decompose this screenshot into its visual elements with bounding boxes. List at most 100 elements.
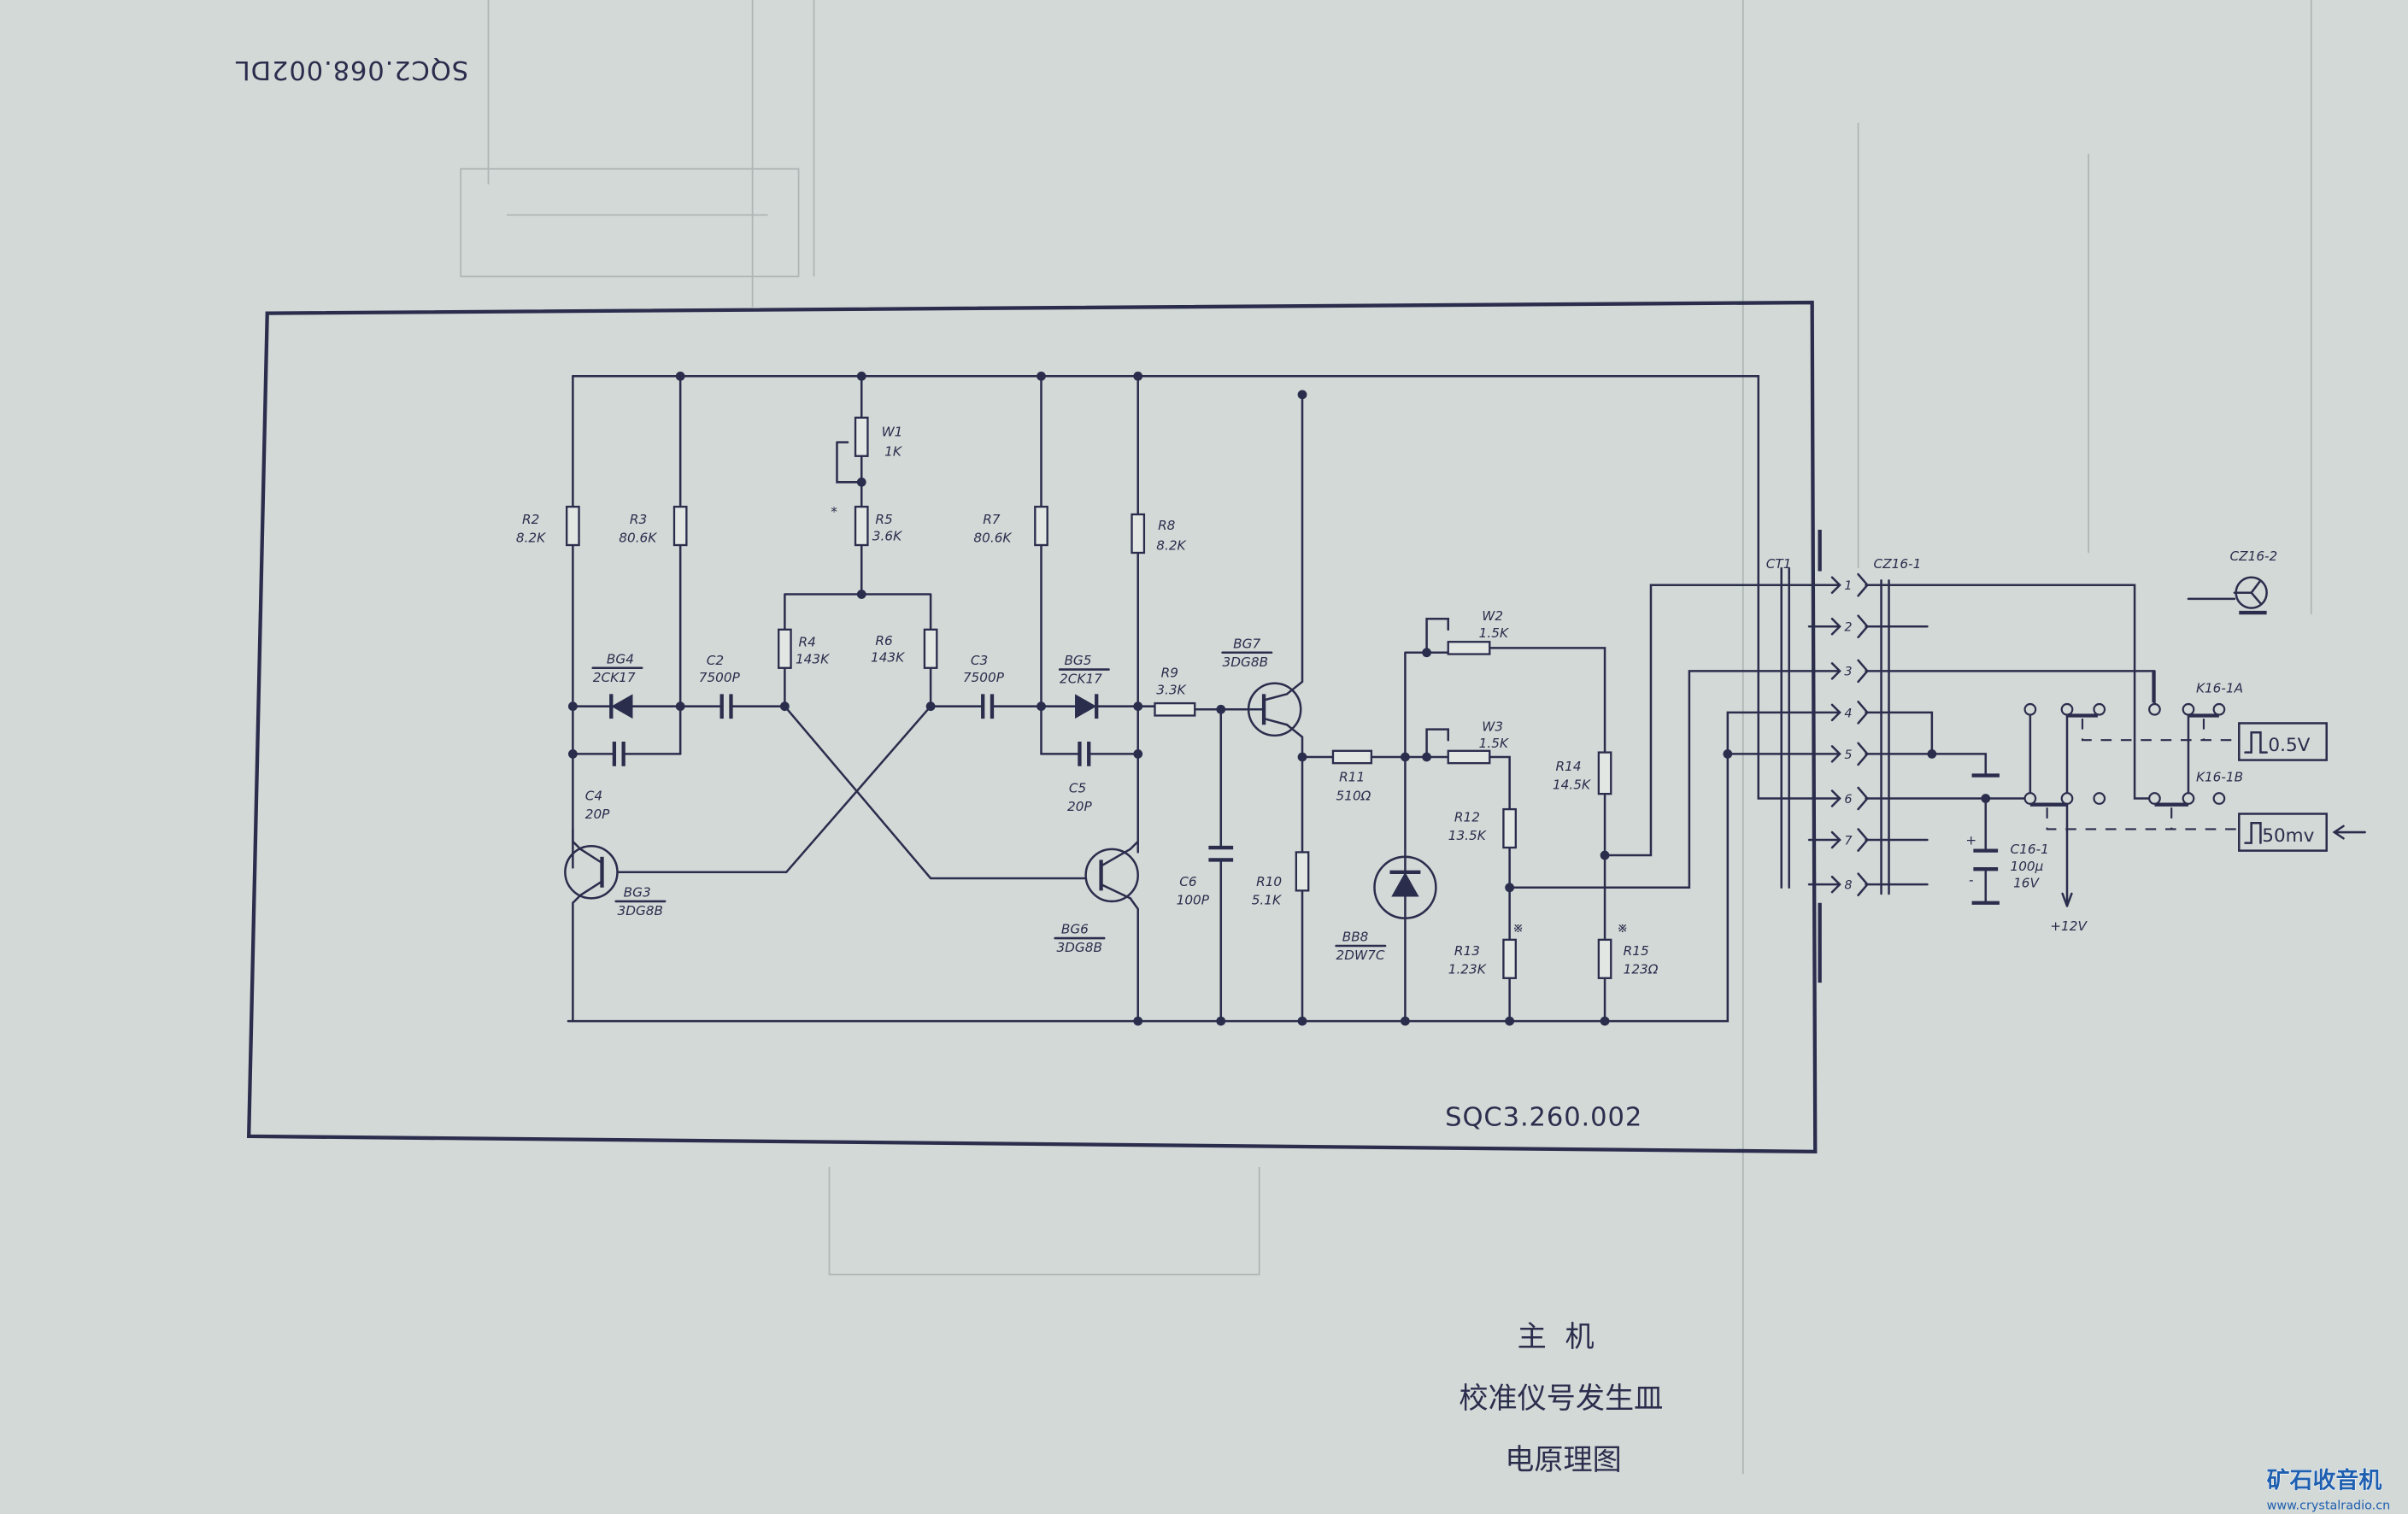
svg-text:CZ16-1: CZ16-1 bbox=[1874, 556, 1922, 572]
svg-text:8: 8 bbox=[1844, 879, 1852, 893]
svg-text:3: 3 bbox=[1844, 666, 1852, 679]
svg-text:K16-1A: K16-1A bbox=[2196, 681, 2243, 696]
svg-text:2DW7C: 2DW7C bbox=[1336, 948, 1385, 963]
svg-text:W3: W3 bbox=[1482, 719, 1503, 734]
svg-text:3DG8B: 3DG8B bbox=[617, 903, 662, 918]
svg-text:2CK17: 2CK17 bbox=[1060, 672, 1102, 687]
svg-text:100μ: 100μ bbox=[2011, 859, 2044, 874]
svg-text:50mv: 50mv bbox=[2262, 825, 2314, 847]
svg-text:C4: C4 bbox=[585, 788, 602, 803]
switch-contacts bbox=[2023, 670, 2240, 830]
svg-text:1.5K: 1.5K bbox=[1479, 736, 1510, 751]
svg-text:R9: R9 bbox=[1161, 666, 1178, 681]
svg-text:20P: 20P bbox=[585, 807, 610, 822]
svg-text:R3: R3 bbox=[630, 512, 647, 527]
svg-text:C5: C5 bbox=[1069, 780, 1086, 795]
svg-text:5: 5 bbox=[1844, 748, 1852, 762]
watermark-url: www.crystalradio.cn bbox=[2267, 1499, 2391, 1513]
svg-text:BG7: BG7 bbox=[1233, 636, 1260, 651]
svg-text:2: 2 bbox=[1844, 621, 1852, 635]
svg-text:123Ω: 123Ω bbox=[1624, 961, 1659, 977]
svg-text:4: 4 bbox=[1844, 707, 1852, 720]
svg-text:16V: 16V bbox=[2013, 876, 2040, 891]
svg-text:5.1K: 5.1K bbox=[1252, 893, 1283, 908]
bleed-through-lines bbox=[460, 0, 2312, 1475]
svg-text:C16-1: C16-1 bbox=[2011, 842, 2049, 857]
svg-text:7500P: 7500P bbox=[699, 670, 741, 685]
svg-text:510Ω: 510Ω bbox=[1336, 788, 1371, 803]
svg-text:+: + bbox=[1965, 832, 1976, 848]
resistors bbox=[566, 416, 1612, 979]
connector-pin-numbers: 1 2 3 4 5 6 7 8 bbox=[1844, 579, 1852, 892]
svg-text:20P: 20P bbox=[1067, 799, 1092, 814]
svg-text:C3: C3 bbox=[971, 653, 988, 668]
svg-text:※: ※ bbox=[1617, 920, 1628, 936]
svg-text:*: * bbox=[831, 504, 837, 519]
svg-text:3.6K: 3.6K bbox=[872, 529, 903, 544]
component-labels: R2 8.2K R3 80.6K W1 1K * R5 3.6K R7 80.6K R8 8… bbox=[516, 424, 2277, 977]
svg-text:BG6: BG6 bbox=[1061, 922, 1089, 937]
svg-text:R15: R15 bbox=[1624, 943, 1649, 959]
drawing-number: SQC3.260.002 bbox=[1445, 1102, 1642, 1132]
svg-text:R6: R6 bbox=[875, 633, 893, 648]
connector-chevrons bbox=[1830, 572, 1870, 897]
drawing-frame bbox=[246, 300, 1818, 1154]
svg-text:C2: C2 bbox=[707, 653, 724, 668]
svg-text:143K: 143K bbox=[871, 650, 906, 666]
wires bbox=[567, 375, 2236, 1023]
svg-text:3.3K: 3.3K bbox=[1156, 682, 1187, 697]
svg-text:BG5: BG5 bbox=[1064, 653, 1091, 668]
svg-text:1.5K: 1.5K bbox=[1479, 625, 1510, 641]
svg-text:R10: R10 bbox=[1256, 874, 1282, 889]
capacitors bbox=[612, 694, 2000, 905]
svg-text:100P: 100P bbox=[1177, 893, 1210, 908]
svg-text:1K: 1K bbox=[884, 444, 903, 460]
svg-text:R7: R7 bbox=[983, 512, 1001, 527]
svg-text:6: 6 bbox=[1844, 793, 1852, 807]
cz16-2-socket-icon bbox=[2233, 576, 2268, 615]
svg-text:CZ16-2: CZ16-2 bbox=[2230, 549, 2278, 564]
svg-text:R8: R8 bbox=[1158, 518, 1176, 533]
watermark-logo: 矿石收音机 bbox=[2267, 1466, 2382, 1493]
svg-text:1.23K: 1.23K bbox=[1448, 961, 1488, 977]
svg-text:-: - bbox=[1969, 872, 1974, 888]
svg-text:R14: R14 bbox=[1556, 759, 1582, 774]
svg-text:143K: 143K bbox=[796, 651, 831, 666]
svg-text:0.5V: 0.5V bbox=[2268, 735, 2310, 756]
svg-text:C6: C6 bbox=[1179, 874, 1197, 889]
svg-text:8.2K: 8.2K bbox=[1156, 537, 1187, 553]
svg-text:R2: R2 bbox=[522, 512, 539, 527]
svg-text:7: 7 bbox=[1844, 834, 1852, 848]
transistors bbox=[564, 682, 1302, 903]
svg-text:80.6K: 80.6K bbox=[619, 530, 658, 545]
junctions bbox=[567, 371, 1991, 1026]
svg-text:CT1: CT1 bbox=[1766, 556, 1792, 572]
title-line-1: 主 机 bbox=[1518, 1320, 1595, 1354]
svg-text:R12: R12 bbox=[1454, 809, 1480, 824]
title-line-3: 电原理图 bbox=[1505, 1443, 1622, 1477]
diodes bbox=[609, 694, 1437, 919]
input-arrow-icon bbox=[2332, 824, 2366, 840]
svg-text:13.5K: 13.5K bbox=[1448, 828, 1488, 843]
svg-text:80.6K: 80.6K bbox=[973, 530, 1013, 545]
rotated-header: SQC2.068.002DL bbox=[235, 55, 468, 85]
svg-text:K16-1B: K16-1B bbox=[2196, 770, 2243, 785]
svg-text:2CK17: 2CK17 bbox=[593, 670, 636, 685]
output-50mv-box: 50mv bbox=[2238, 813, 2366, 852]
svg-text:R5: R5 bbox=[875, 512, 892, 527]
output-0.5v-box: 0.5V bbox=[2238, 722, 2328, 761]
svg-text:3DG8B: 3DG8B bbox=[1056, 940, 1101, 955]
svg-text:R13: R13 bbox=[1454, 943, 1480, 959]
svg-text:14.5K: 14.5K bbox=[1553, 778, 1592, 793]
svg-text:W1: W1 bbox=[882, 424, 903, 439]
svg-text:W2: W2 bbox=[1482, 608, 1503, 624]
svg-text:BG4: BG4 bbox=[607, 651, 634, 666]
svg-text:7500P: 7500P bbox=[963, 670, 1005, 685]
svg-text:1: 1 bbox=[1844, 579, 1852, 593]
svg-text:3DG8B: 3DG8B bbox=[1223, 654, 1268, 670]
svg-text:R4: R4 bbox=[799, 635, 816, 650]
svg-text:R11: R11 bbox=[1339, 770, 1365, 785]
svg-text:BG3: BG3 bbox=[624, 885, 651, 901]
svg-text:BB8: BB8 bbox=[1342, 930, 1369, 945]
